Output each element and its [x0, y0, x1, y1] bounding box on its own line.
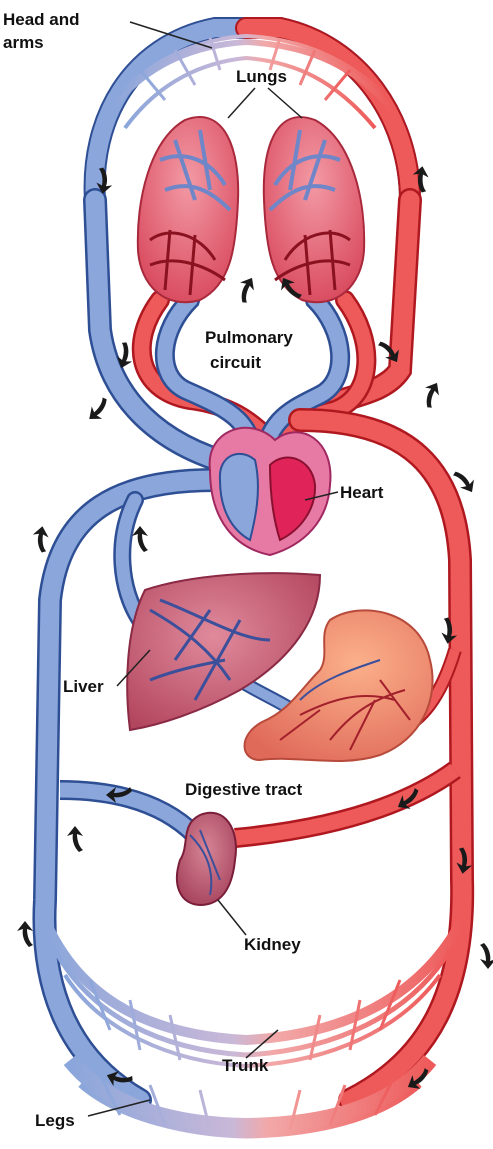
label-trunk: Trunk: [222, 1056, 269, 1075]
label-head-and-arms-line2: arms: [3, 33, 44, 52]
flow-arrow-icon: [417, 379, 444, 410]
flow-arrow-icon: [17, 921, 33, 947]
label-kidney: Kidney: [244, 935, 301, 954]
label-heart: Heart: [340, 483, 384, 502]
flow-arrow-icon: [67, 826, 83, 852]
label-digestive-tract: Digestive tract: [185, 780, 302, 799]
label-head-and-arms-line1: Head and: [3, 10, 80, 29]
flow-arrow-icon: [232, 274, 259, 305]
flow-arrow-icon: [480, 943, 493, 969]
flow-arrow-icon: [132, 526, 148, 552]
label-legs: Legs: [35, 1111, 75, 1130]
left-lung: [138, 117, 238, 302]
label-lungs: Lungs: [236, 67, 287, 86]
flow-arrow-icon: [84, 396, 114, 425]
label-pulmonary-line1: Pulmonary: [205, 328, 293, 347]
flow-arrow-icon: [30, 525, 50, 553]
label-liver: Liver: [63, 677, 104, 696]
label-pulmonary-line2: circuit: [210, 353, 261, 372]
head-arms-capillary-bed: [95, 28, 410, 200]
right-lung: [264, 117, 364, 302]
heart: [210, 428, 331, 555]
